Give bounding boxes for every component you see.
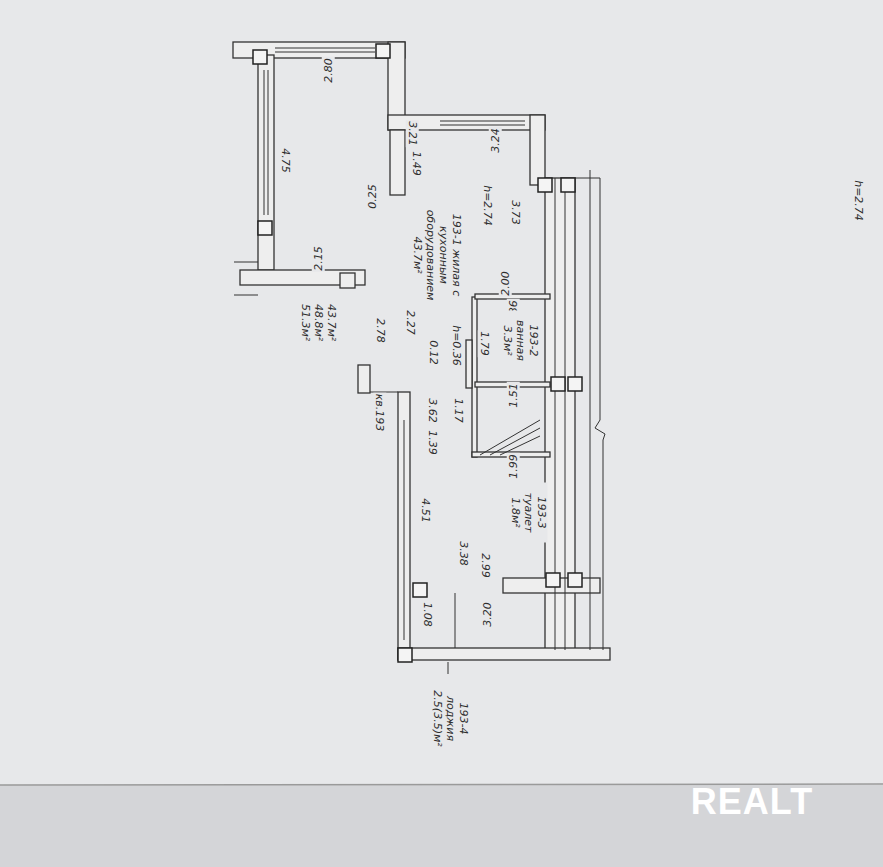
- apartment-label: кв.193: [374, 392, 387, 432]
- walls: [233, 42, 610, 660]
- dimension: 1.99: [507, 453, 520, 480]
- dimension: 4.75: [279, 147, 292, 174]
- dimension: 1.17: [452, 397, 465, 424]
- room-label: 193-2 ванная 3.3м²: [501, 310, 540, 370]
- room-label: 193-1 жилая с кухонным оборудованием 43.…: [411, 200, 463, 310]
- dimension: 2.80: [322, 57, 335, 84]
- columns: [253, 44, 582, 662]
- wall-details: [234, 48, 605, 674]
- watermark: REALT: [690, 782, 814, 822]
- dimension: h=2.74: [852, 179, 865, 222]
- dimension: 2.27: [404, 309, 417, 336]
- dimension: h=2.74: [481, 184, 494, 227]
- apartment-label: 43.7м² 48.8м² 51.3м²: [299, 297, 338, 347]
- dimension: 4.51: [419, 497, 432, 524]
- dimension: 3.24: [489, 127, 502, 154]
- dimension: 2.99: [479, 552, 492, 579]
- dimension: 1.08: [421, 601, 434, 628]
- dimension: h=0.36: [450, 324, 463, 367]
- dimension: 3.38: [457, 540, 470, 567]
- dimension: 3.73: [509, 199, 522, 226]
- room-label: 193-3 туалет 1.8м²: [509, 482, 548, 542]
- dimension: 3.62: [426, 397, 439, 424]
- dimension: 3.21: [406, 120, 419, 147]
- dimension: 0.12: [427, 339, 440, 366]
- dimension: 2.00: [499, 270, 512, 297]
- dimension: 1.51: [507, 382, 520, 409]
- dimension: 2.15: [312, 245, 325, 272]
- dimension: 2.78: [374, 317, 387, 344]
- dimension: 1.49: [410, 150, 423, 177]
- dimension: 3.20: [481, 601, 494, 628]
- room-label: 193-4 лоджия 2.5(3.5)м²: [431, 677, 470, 759]
- dimension: 0.25: [366, 183, 379, 210]
- dimension: 1.79: [478, 330, 491, 357]
- dimension: 1.39: [426, 429, 439, 456]
